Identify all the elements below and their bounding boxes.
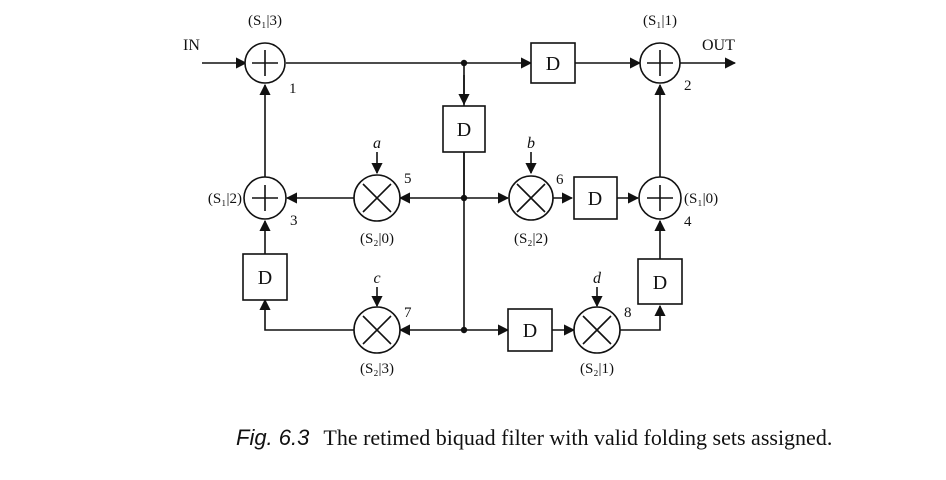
delay-label: D [588,188,602,210]
node-1 [244,42,286,84]
input-label: IN [183,37,200,54]
fold-label: (S₂|3) [360,361,394,377]
times-icon [582,315,612,345]
junctions [460,59,468,334]
fold-label: (S₁|2) [208,191,242,207]
node-5 [353,174,401,222]
coef-label: c [373,270,380,287]
node-number: 4 [684,214,692,230]
biquad-filter-diagram: D D D D D D [183,13,737,377]
output-label: OUT [702,37,735,54]
plus-icon [252,185,278,211]
node-8 [573,306,621,354]
node-number: 1 [289,81,297,97]
node-number: 3 [290,213,298,229]
wire-node8-to-delay-right [620,304,666,331]
node-3 [243,176,287,220]
fold-label: (S₁|0) [684,191,718,207]
node-number: 2 [684,78,692,94]
coef-label: b [527,135,535,152]
node-4 [638,176,682,220]
delay-mid: D [442,105,486,153]
delay-node6: D [573,176,618,220]
delay-label: D [653,272,667,294]
wire-node7-to-delay-left [259,298,354,331]
delay-left: D [242,253,288,301]
node-number: 6 [556,172,564,188]
caption-text: The retimed biquad filter with valid fol… [323,425,833,450]
figure-number: Fig. 6.3 [236,425,310,450]
plus-icon [252,50,278,76]
node-number: 7 [404,305,412,321]
junction-dot [460,194,468,202]
coef-label: a [373,135,381,152]
fold-label: (S₂|0) [360,231,394,247]
plus-icon [647,185,673,211]
times-icon [362,315,392,345]
node-number: 8 [624,305,632,321]
node-6 [508,175,554,221]
delay-label: D [457,119,471,141]
delay-label: D [546,53,560,75]
delay-right: D [637,258,683,305]
figure-caption: Fig. 6.3 The retimed biquad filter with v… [236,425,936,451]
times-icon [362,183,392,213]
junction-dot [460,326,468,334]
node-number: 5 [404,171,412,187]
fold-label: (S₁|1) [643,13,677,29]
fold-label: (S₂|1) [580,361,614,377]
delay-label: D [258,267,272,289]
delay-top: D [530,42,576,84]
fold-label: (S₂|2) [514,231,548,247]
times-icon [516,183,546,213]
fold-label: (S₁|3) [248,13,282,29]
node-2 [639,42,681,84]
plus-icon [647,50,673,76]
delay-bottom: D [507,308,553,352]
junction-dot [460,59,468,67]
node-7 [353,306,401,354]
coef-label: d [593,270,602,287]
delay-label: D [523,320,537,342]
